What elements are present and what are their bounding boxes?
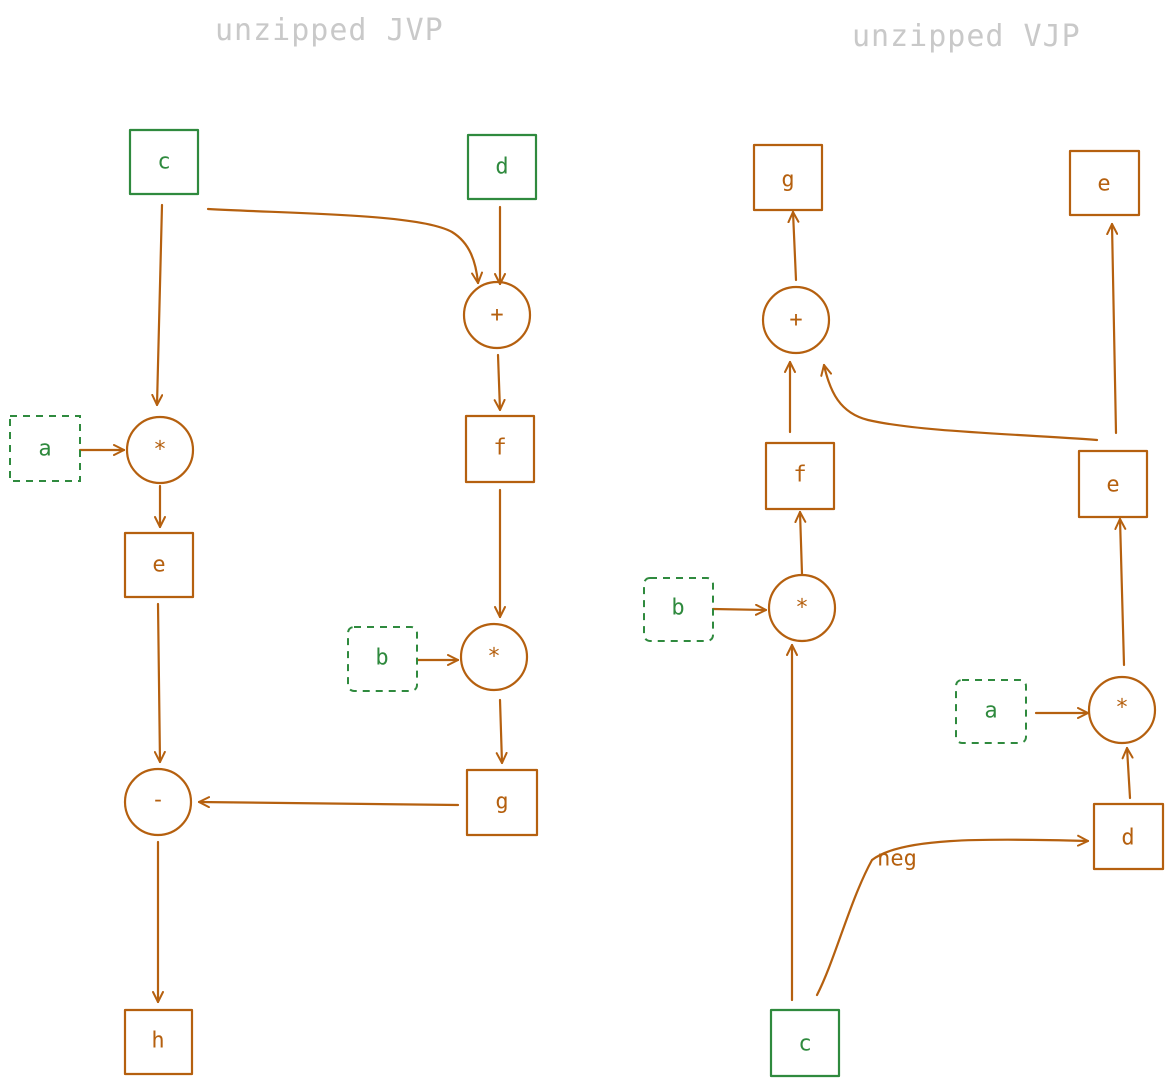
jvp-node-f-label: f [493, 436, 506, 461]
jvp-node-h-label: h [151, 1029, 164, 1054]
jvp-edge-g-to-minus [197, 796, 460, 809]
vjp-node-d-label: d [1121, 826, 1134, 851]
jvp-edge-c-to-mul [151, 203, 164, 407]
vjp-node-mul-right-label: * [1115, 696, 1128, 721]
vjp-node-e-mid: e [1077, 449, 1149, 519]
jvp-edge-mul-to-g [495, 698, 508, 765]
jvp-node-mul-mid-label: * [487, 645, 500, 670]
vjp-edge-label-neg: neg [877, 847, 917, 872]
vjp-node-b: b [643, 577, 714, 642]
jvp-node-e: e [123, 531, 195, 599]
vjp-node-g-label: g [781, 168, 794, 193]
vjp-node-d: d [1092, 802, 1165, 871]
vjp-edge-d-to-mul [1121, 746, 1134, 800]
jvp-node-f: f [464, 414, 536, 484]
jvp-node-plus: + [462, 280, 532, 350]
vjp-node-mul-left: * [767, 573, 837, 643]
jvp-graph: c d + a * f e b [9, 128, 539, 1076]
vjp-node-plus: + [761, 285, 831, 355]
vjp-node-c-label: c [798, 1032, 811, 1057]
vjp-node-a: a [955, 679, 1027, 744]
jvp-node-b-label: b [375, 646, 388, 671]
vjp-graph: g e + f e b * a [643, 143, 1165, 1078]
vjp-node-b-label: b [671, 596, 684, 621]
jvp-node-minus: - [123, 767, 193, 837]
vjp-edge-c-to-d-neg [815, 834, 1090, 997]
vjp-title: unzipped VJP [852, 19, 1081, 54]
jvp-node-mul-top-label: * [153, 438, 166, 463]
jvp-node-minus-label: - [151, 788, 164, 813]
jvp-node-g-label: g [495, 790, 508, 815]
vjp-node-f-label: f [793, 463, 806, 488]
jvp-edge-e-to-minus [153, 602, 166, 764]
jvp-edge-plus-to-f [493, 353, 506, 412]
jvp-node-h: h [123, 1008, 194, 1076]
jvp-node-b: b [347, 626, 418, 692]
vjp-node-e-top: e [1068, 149, 1141, 217]
jvp-node-d: d [466, 133, 538, 201]
jvp-node-c: c [128, 128, 200, 196]
jvp-node-plus-label: + [490, 303, 503, 328]
vjp-node-mul-right: * [1087, 675, 1157, 745]
jvp-node-d-label: d [495, 155, 508, 180]
vjp-node-g: g [752, 143, 824, 212]
vjp-node-plus-label: + [789, 308, 802, 333]
vjp-node-mul-left-label: * [795, 596, 808, 621]
jvp-node-g: g [465, 768, 539, 837]
vjp-edge-e-to-e [1106, 222, 1119, 435]
vjp-edge-e-to-plus [820, 363, 1099, 442]
vjp-edge-mul-to-e [1114, 517, 1127, 667]
jvp-node-mul-mid: * [459, 622, 529, 692]
vjp-edge-mul-to-f [794, 510, 807, 576]
jvp-node-e-label: e [152, 553, 165, 578]
jvp-edge-c-to-plus [206, 207, 484, 285]
jvp-node-a: a [9, 415, 81, 482]
vjp-node-e-mid-label: e [1106, 473, 1119, 498]
vjp-edge-plus-to-g [787, 210, 800, 282]
vjp-node-e-top-label: e [1097, 172, 1110, 197]
vjp-node-c: c [769, 1008, 841, 1078]
vjp-edge-b-to-mul [711, 603, 768, 616]
vjp-node-a-label: a [984, 699, 997, 724]
jvp-node-mul-top: * [125, 415, 195, 485]
jvp-node-c-label: c [157, 150, 170, 175]
jvp-title: unzipped JVP [215, 13, 444, 48]
vjp-node-f: f [764, 441, 836, 511]
jvp-node-a-label: a [38, 437, 51, 462]
